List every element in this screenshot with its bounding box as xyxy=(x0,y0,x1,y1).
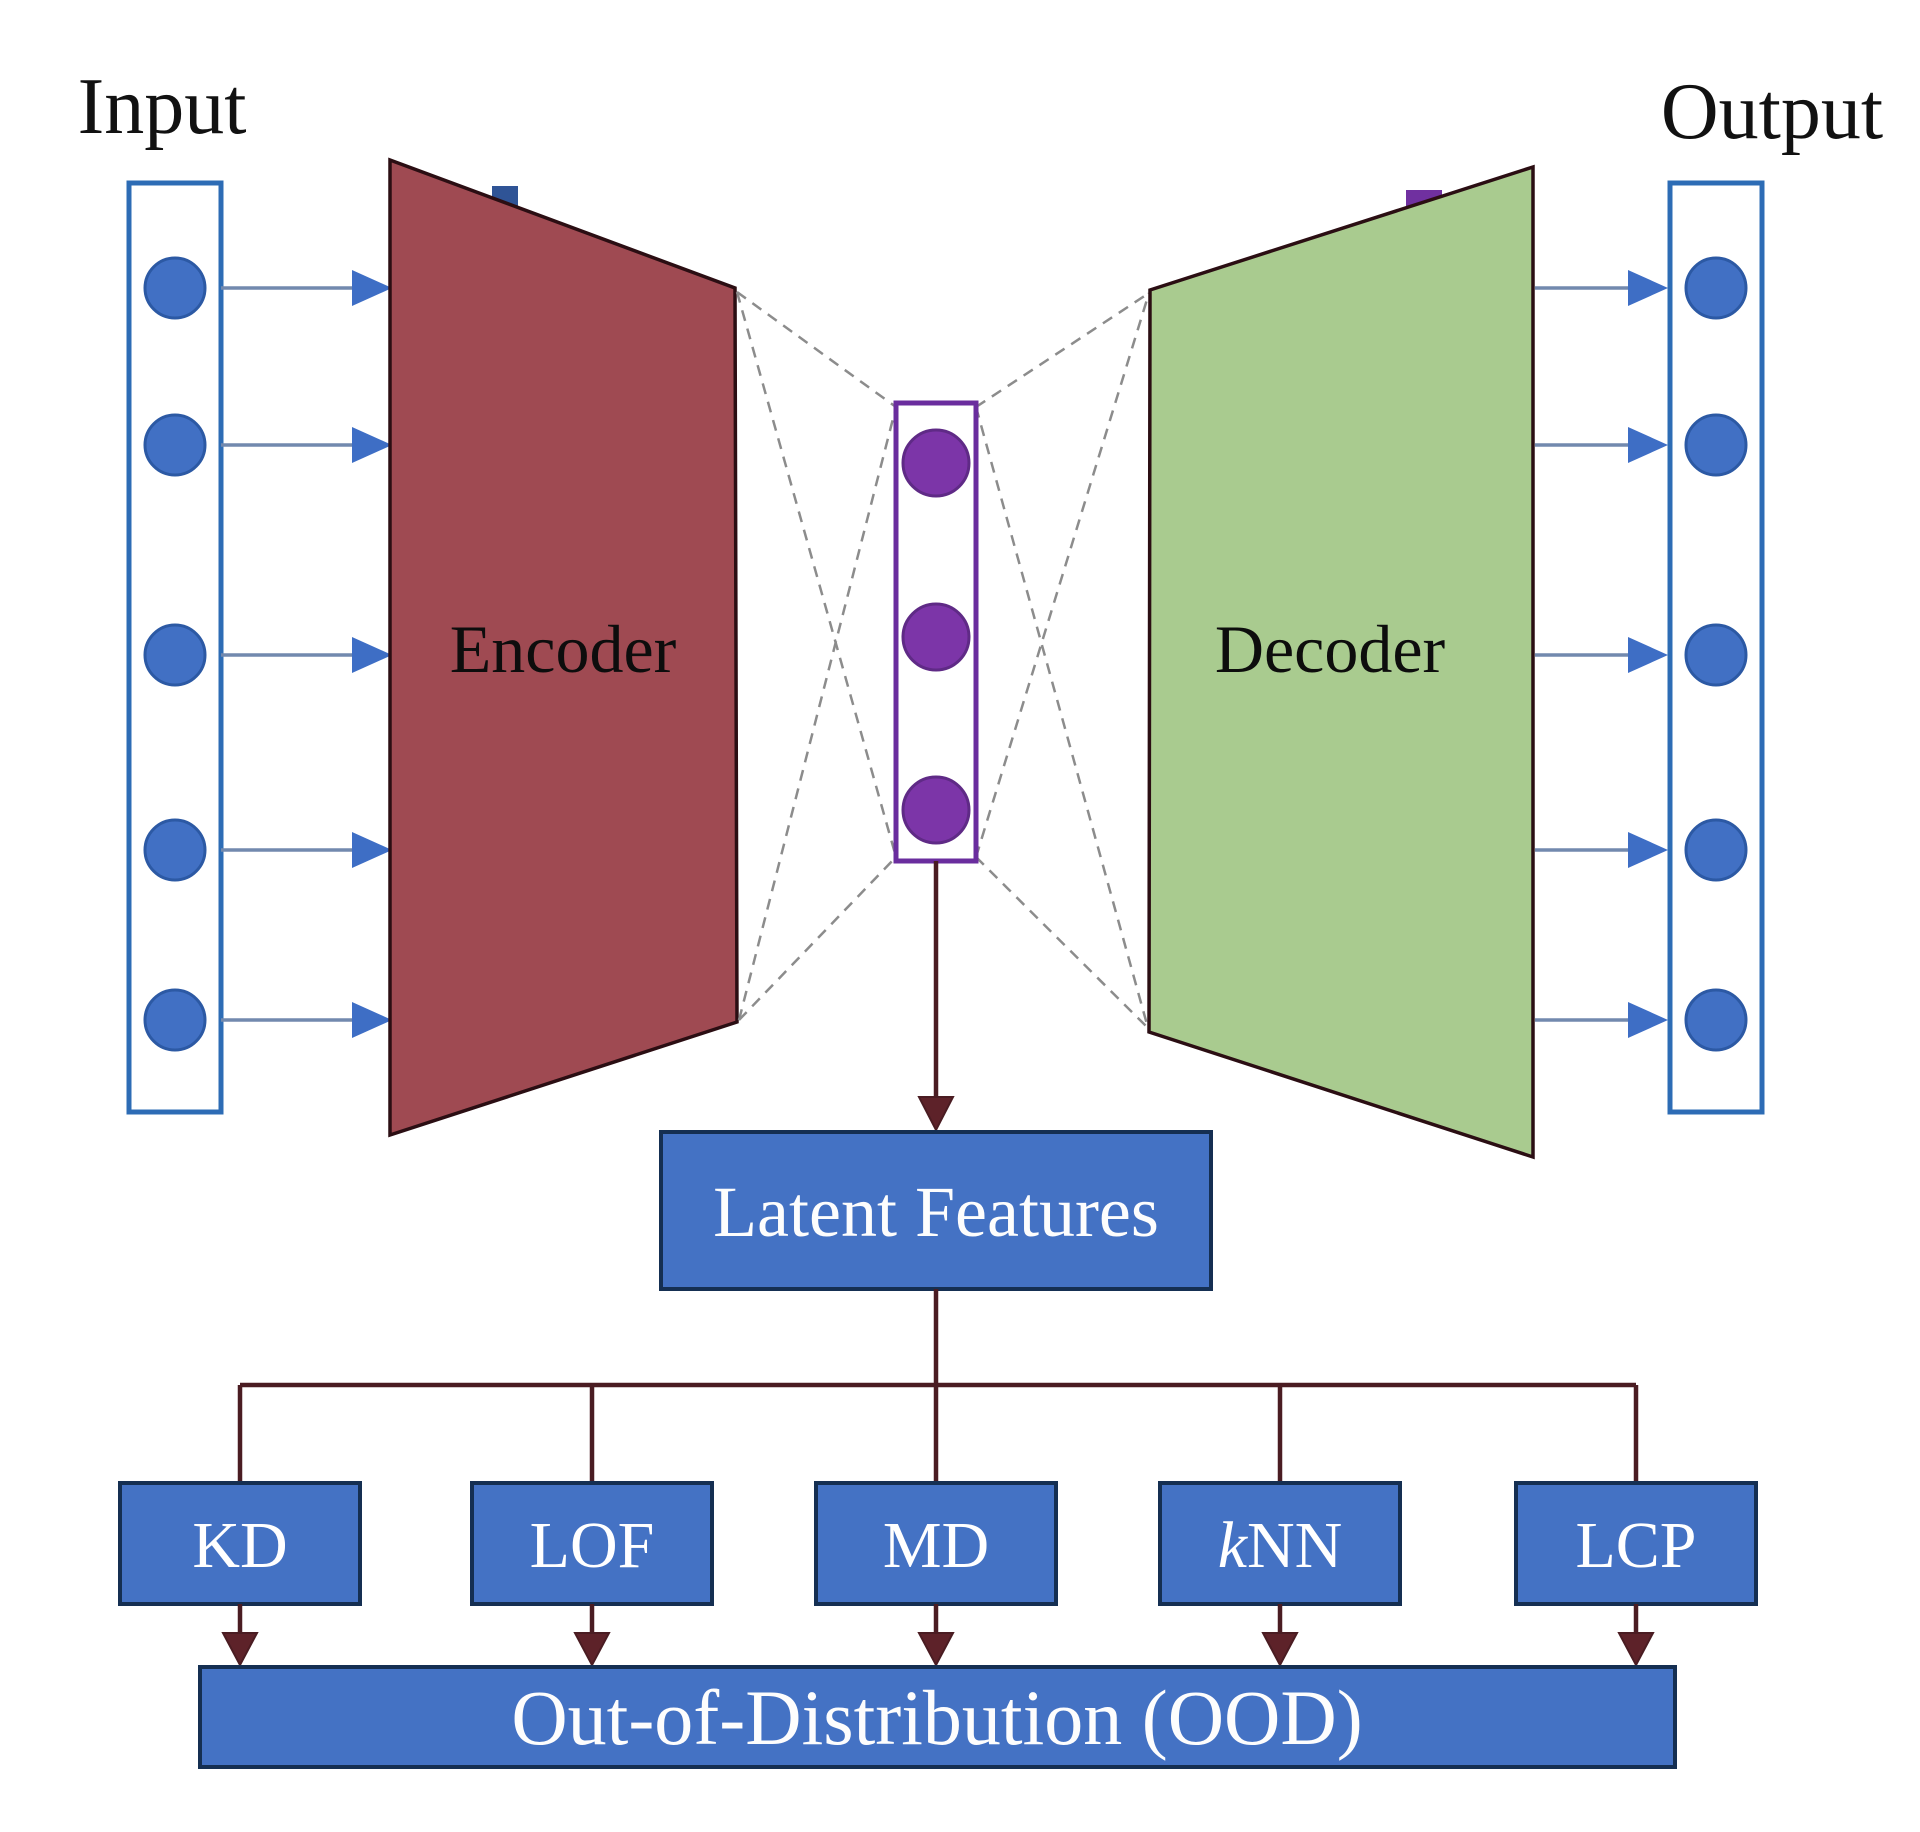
lcp-box xyxy=(1514,1481,1758,1606)
ood-label: Out-of-Distribution (OOD) xyxy=(511,1674,1362,1761)
knn-nn: NN xyxy=(1247,1509,1342,1582)
input-neuron xyxy=(143,623,207,687)
decoder-label: Decoder xyxy=(1215,611,1446,687)
latent-neuron xyxy=(901,602,971,672)
input-neuron xyxy=(143,256,207,320)
lof-box xyxy=(470,1481,714,1606)
branch-connector xyxy=(237,1289,1639,1483)
kd-box xyxy=(118,1481,362,1606)
input-neuron xyxy=(143,818,207,882)
arrow-right-icon xyxy=(352,270,392,306)
input-neurons xyxy=(143,256,207,1052)
kd-label: KD xyxy=(192,1509,287,1582)
arrow-down-icon xyxy=(221,1632,259,1668)
output-neuron xyxy=(1684,623,1748,687)
arrow-right-icon xyxy=(1628,832,1668,868)
output-neuron xyxy=(1684,413,1748,477)
arrow-down-icon xyxy=(917,1632,955,1668)
decoder-trapezoid xyxy=(1147,164,1535,1160)
latent-features-label: Latent Features xyxy=(713,1172,1159,1252)
output-title: Output xyxy=(1661,68,1883,156)
input-arrows xyxy=(221,270,392,1038)
arrow-down-icon xyxy=(1617,1632,1655,1668)
ood-box xyxy=(198,1665,1677,1769)
arrow-right-icon xyxy=(1628,1002,1668,1038)
output-arrows xyxy=(1535,270,1668,1038)
arrow-right-icon xyxy=(352,832,392,868)
encoder-latent-dashed-lines xyxy=(735,290,898,1021)
detector-to-ood-arrows xyxy=(221,1604,1655,1668)
encoder-label: Encoder xyxy=(450,611,677,687)
output-neuron xyxy=(1684,988,1748,1052)
encoder-trapezoid xyxy=(388,157,739,1138)
arrow-down-icon xyxy=(573,1632,611,1668)
output-neuron xyxy=(1684,818,1748,882)
arrow-right-icon xyxy=(352,1002,392,1038)
arrow-right-icon xyxy=(1628,637,1668,673)
knn-box xyxy=(1158,1481,1402,1606)
arrow-down-icon xyxy=(917,1096,955,1133)
arrow-down-icon xyxy=(1261,1632,1299,1668)
lcp-label: LCP xyxy=(1575,1509,1696,1582)
knn-k-italic: k xyxy=(1218,1509,1249,1582)
latent-features-box xyxy=(659,1130,1213,1291)
input-neuron xyxy=(143,988,207,1052)
knn-label: kNN xyxy=(1218,1509,1343,1582)
arrow-right-icon xyxy=(1628,270,1668,306)
input-neuron xyxy=(143,413,207,477)
arrow-right-icon xyxy=(352,637,392,673)
lof-label: LOF xyxy=(530,1509,655,1582)
output-neurons xyxy=(1684,256,1748,1052)
latent-decoder-dashed-lines xyxy=(974,291,1151,1029)
latent-neuron xyxy=(901,428,971,498)
latent-neurons xyxy=(901,428,971,845)
output-neuron xyxy=(1684,256,1748,320)
input-title: Input xyxy=(78,63,247,151)
arrow-right-icon xyxy=(1628,427,1668,463)
md-box xyxy=(814,1481,1058,1606)
arrow-right-icon xyxy=(352,427,392,463)
latent-neuron xyxy=(901,775,971,845)
md-label: MD xyxy=(883,1509,989,1582)
